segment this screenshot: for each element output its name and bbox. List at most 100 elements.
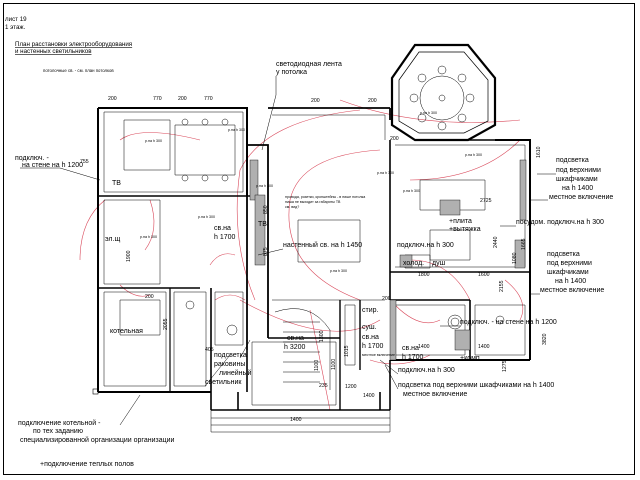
dim-1100a: 1100 (314, 360, 320, 371)
filled-elements (249, 159, 527, 361)
dim-200c: 200 (311, 98, 320, 104)
interior-lines (103, 65, 526, 433)
marker-square (92, 388, 99, 395)
socket-label-5: р.на h 300 (403, 189, 420, 193)
shower-label: душ (432, 260, 446, 267)
wiring-lines (79, 99, 524, 411)
sink-backlight-1: подсветка (214, 352, 247, 359)
dim-1900: 1900 (126, 250, 132, 262)
dim-1300: 1300 (319, 330, 325, 342)
dim-3820: 3820 (542, 333, 548, 345)
dim-850: 850 (263, 205, 269, 214)
backlight-a-line3: шкафчиками (556, 176, 598, 183)
conn-300-label-mid: подключ.на h 300 (397, 242, 454, 249)
dim-875: 875 (263, 247, 269, 256)
socket-label-7: р.на h 300 (330, 269, 347, 273)
backlight-b-line3: шкафчиками (547, 269, 589, 276)
sv-3200-1: св.на (287, 335, 304, 342)
boiler-note-2: по тех заданию (33, 428, 83, 435)
dim-1080: 1080 (512, 252, 518, 264)
backlight-a-line2: под верхними (556, 167, 601, 174)
comp-label: +комп. (460, 355, 482, 362)
elsch-label: эл.щ (105, 236, 120, 243)
dim-200e: 200 (390, 136, 399, 142)
sv-1700-a1: св.на (214, 225, 231, 232)
plan-title-line2: и настенных светильников (15, 48, 92, 55)
floor-label: 1 этаж. (5, 24, 26, 31)
hood-label: +вытяжка (449, 226, 481, 233)
backlight-b-line1: подсветка (547, 251, 580, 258)
linear-lamp-1: линейный (219, 369, 252, 377)
wall-lamp-1450: настенный св. на h 1450 (283, 241, 362, 249)
walls (97, 43, 531, 411)
dim-1610: 1610 (536, 146, 542, 158)
tv-label-1: ТВ (112, 180, 121, 187)
washer-label-2: суш. (362, 324, 377, 331)
sink-backlight-2: раковины (214, 361, 245, 368)
backlight-b-line2: под верхними (547, 260, 592, 267)
dim-1400c: 1400 (478, 344, 490, 350)
dim-1200: 1200 (345, 384, 357, 390)
tv-label-2: ТВ (258, 221, 267, 228)
backlight-a-line4: на h 1400 (562, 185, 593, 192)
dim-1100b: 1100 (331, 359, 337, 370)
dim-755: 755 (80, 159, 89, 165)
socket-label-1: р.на h 300 (145, 139, 162, 143)
backlight-a-line5: местное включение (549, 194, 613, 201)
dim-200g: 200 (382, 296, 391, 302)
dim-2155: 2155 (499, 280, 505, 292)
dim-2055: 2055 (163, 318, 169, 330)
fridge-label: холод. (403, 260, 424, 267)
boiler-note-1: подключение котельной - (18, 419, 101, 427)
sv-1700-b2: h 1700 (362, 343, 384, 350)
boiler-room-label: котельная (110, 328, 143, 335)
led-strip-label-1: светодиодная лента (276, 61, 342, 68)
dim-405: 405 (205, 347, 214, 353)
socket-label-2: р.на h 300 (228, 128, 245, 132)
wire-note-3: см. вид? (285, 205, 299, 209)
sheet-border (3, 3, 635, 475)
wire-note-2: ниша не выходит за габариты ТВ (285, 200, 341, 204)
dim-2725: 2725 (480, 198, 492, 204)
dim-1400b: 1400 (418, 344, 430, 350)
backlight-a-line1: подсветка (556, 157, 589, 164)
dim-200a: 200 (108, 96, 117, 102)
dim-1600: 1600 (478, 272, 490, 278)
socket-label-6: р.на h 300 (140, 235, 157, 239)
socket-label-8: р.на h 300 (256, 184, 273, 188)
sv-1700-b1: св.на (362, 334, 379, 341)
socket-label-4: р.на h 300 (377, 171, 394, 175)
wall-conn-1200-label-1: подключ. - (15, 155, 49, 162)
backlight-bottom-line1: подсветка под верхними шкафчиками на h 1… (398, 382, 554, 389)
plan-title-line1: План расстановки электрооборудования (15, 41, 132, 48)
socket-label-10: р.на h 300 (420, 111, 437, 115)
dim-200f: 200 (145, 294, 154, 300)
boiler-note-3: специализированной организации организац… (20, 436, 175, 444)
backlight-b-line4: на h 1400 (555, 278, 586, 285)
leader-lines (20, 76, 556, 426)
sheet-number: лист 19 (5, 16, 27, 23)
dim-1400a: 1400 (290, 417, 302, 423)
dim-2440: 2440 (493, 236, 499, 248)
sv-1700-a2: h 1700 (214, 234, 236, 241)
dim-200d: 200 (368, 98, 377, 104)
dim-1015: 1015 (344, 345, 350, 357)
conn-300-label: подключ.на h 300 (398, 367, 455, 374)
ceiling-note: потолочные св. - см. план потолков (43, 68, 114, 73)
dim-1800: 1800 (418, 272, 430, 278)
linear-lamp-2: светильник (205, 379, 242, 386)
wall-conn-1200-label-2: на стене на h 1200 (22, 162, 83, 169)
backlight-bottom-line2: местное включение (403, 391, 467, 398)
dim-1275: 1275 (502, 360, 508, 372)
socket-label-3: р.на h 300 (198, 215, 215, 219)
sv-1700-c1: св.на (402, 345, 419, 352)
dim-235: 235 (319, 383, 328, 389)
plate-label: +плита (449, 218, 472, 225)
wire-note-1: провода, розетки, кронштейны - в нише по… (285, 195, 365, 199)
wall-conn-right-label: подключ. - на стене на h 1200 (460, 319, 557, 326)
dim-1400d: 1400 (363, 393, 375, 399)
sv-1700-c3: местное включение (362, 353, 395, 357)
dim-770b: 770 (204, 96, 213, 102)
